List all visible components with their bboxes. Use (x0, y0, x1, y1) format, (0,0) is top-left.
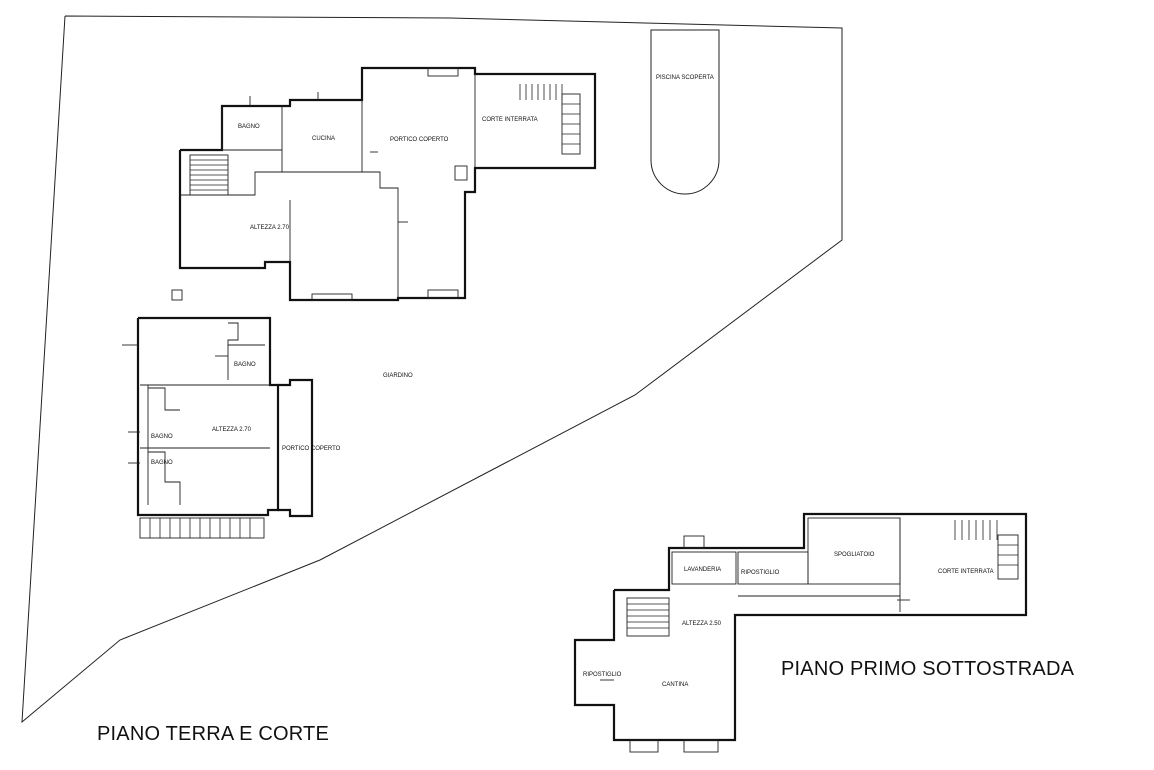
pool-label: PISCINA SCOPERTA (656, 75, 714, 81)
basement-label-cantina: CANTINA (662, 682, 688, 688)
room-label-altezza: ALTEZZA 2.70 (250, 225, 290, 231)
annex-label-altezza: ALTEZZA 2.70 (212, 427, 252, 433)
basement-label-ripostiglio-left: RIPOSTIGLIO (583, 672, 622, 678)
annex-label-bagno-top: BAGNO (234, 362, 256, 368)
title-basement: PIANO PRIMO SOTTOSTRADA (781, 658, 1075, 680)
garden-label: GIARDINO (383, 373, 413, 379)
stair-corte-interrata (519, 84, 581, 155)
room-label-bagno: BAGNO (238, 124, 260, 130)
annex-stair (139, 517, 265, 539)
basement-stair-left (626, 597, 670, 637)
title-ground-floor: PIANO TERRA E CORTE (97, 723, 329, 745)
basement-label-altezza: ALTEZZA 2.50 (682, 621, 722, 627)
basement-label-spogliatoio: SPOGLIATOIO (834, 552, 875, 558)
annex-label-bagno-bottom: BAGNO (151, 460, 173, 466)
annex-building: BAGNO BAGNO BAGNO ALTEZZA 2.70 PORTICO C… (122, 316, 341, 539)
stair-main-left (189, 154, 229, 196)
basement-plan: LAVANDERIA RIPOSTIGLIO SPOGLIATOIO CORTE… (573, 512, 1028, 753)
room-label-portico-coperto: PORTICO COPERTO (390, 137, 449, 143)
basement-label-corte-interrata: CORTE INTERRATA (938, 569, 994, 575)
basement-label-ripostiglio-top: RIPOSTIGLIO (741, 570, 780, 576)
basement-label-lavanderia: LAVANDERIA (684, 567, 721, 573)
annex-label-portico-coperto: PORTICO COPERTO (282, 446, 341, 452)
main-house: BAGNO CUCINA PORTICO COPERTO CORTE INTER… (171, 66, 597, 302)
annex-label-bagno-mid: BAGNO (151, 434, 173, 440)
basement-stair-right (954, 520, 1019, 580)
lot-boundary (21, 15, 843, 724)
pool: PISCINA SCOPERTA (650, 29, 720, 195)
room-label-corte-interrata: CORTE INTERRATA (482, 117, 538, 123)
room-label-cucina: CUCINA (312, 136, 335, 142)
